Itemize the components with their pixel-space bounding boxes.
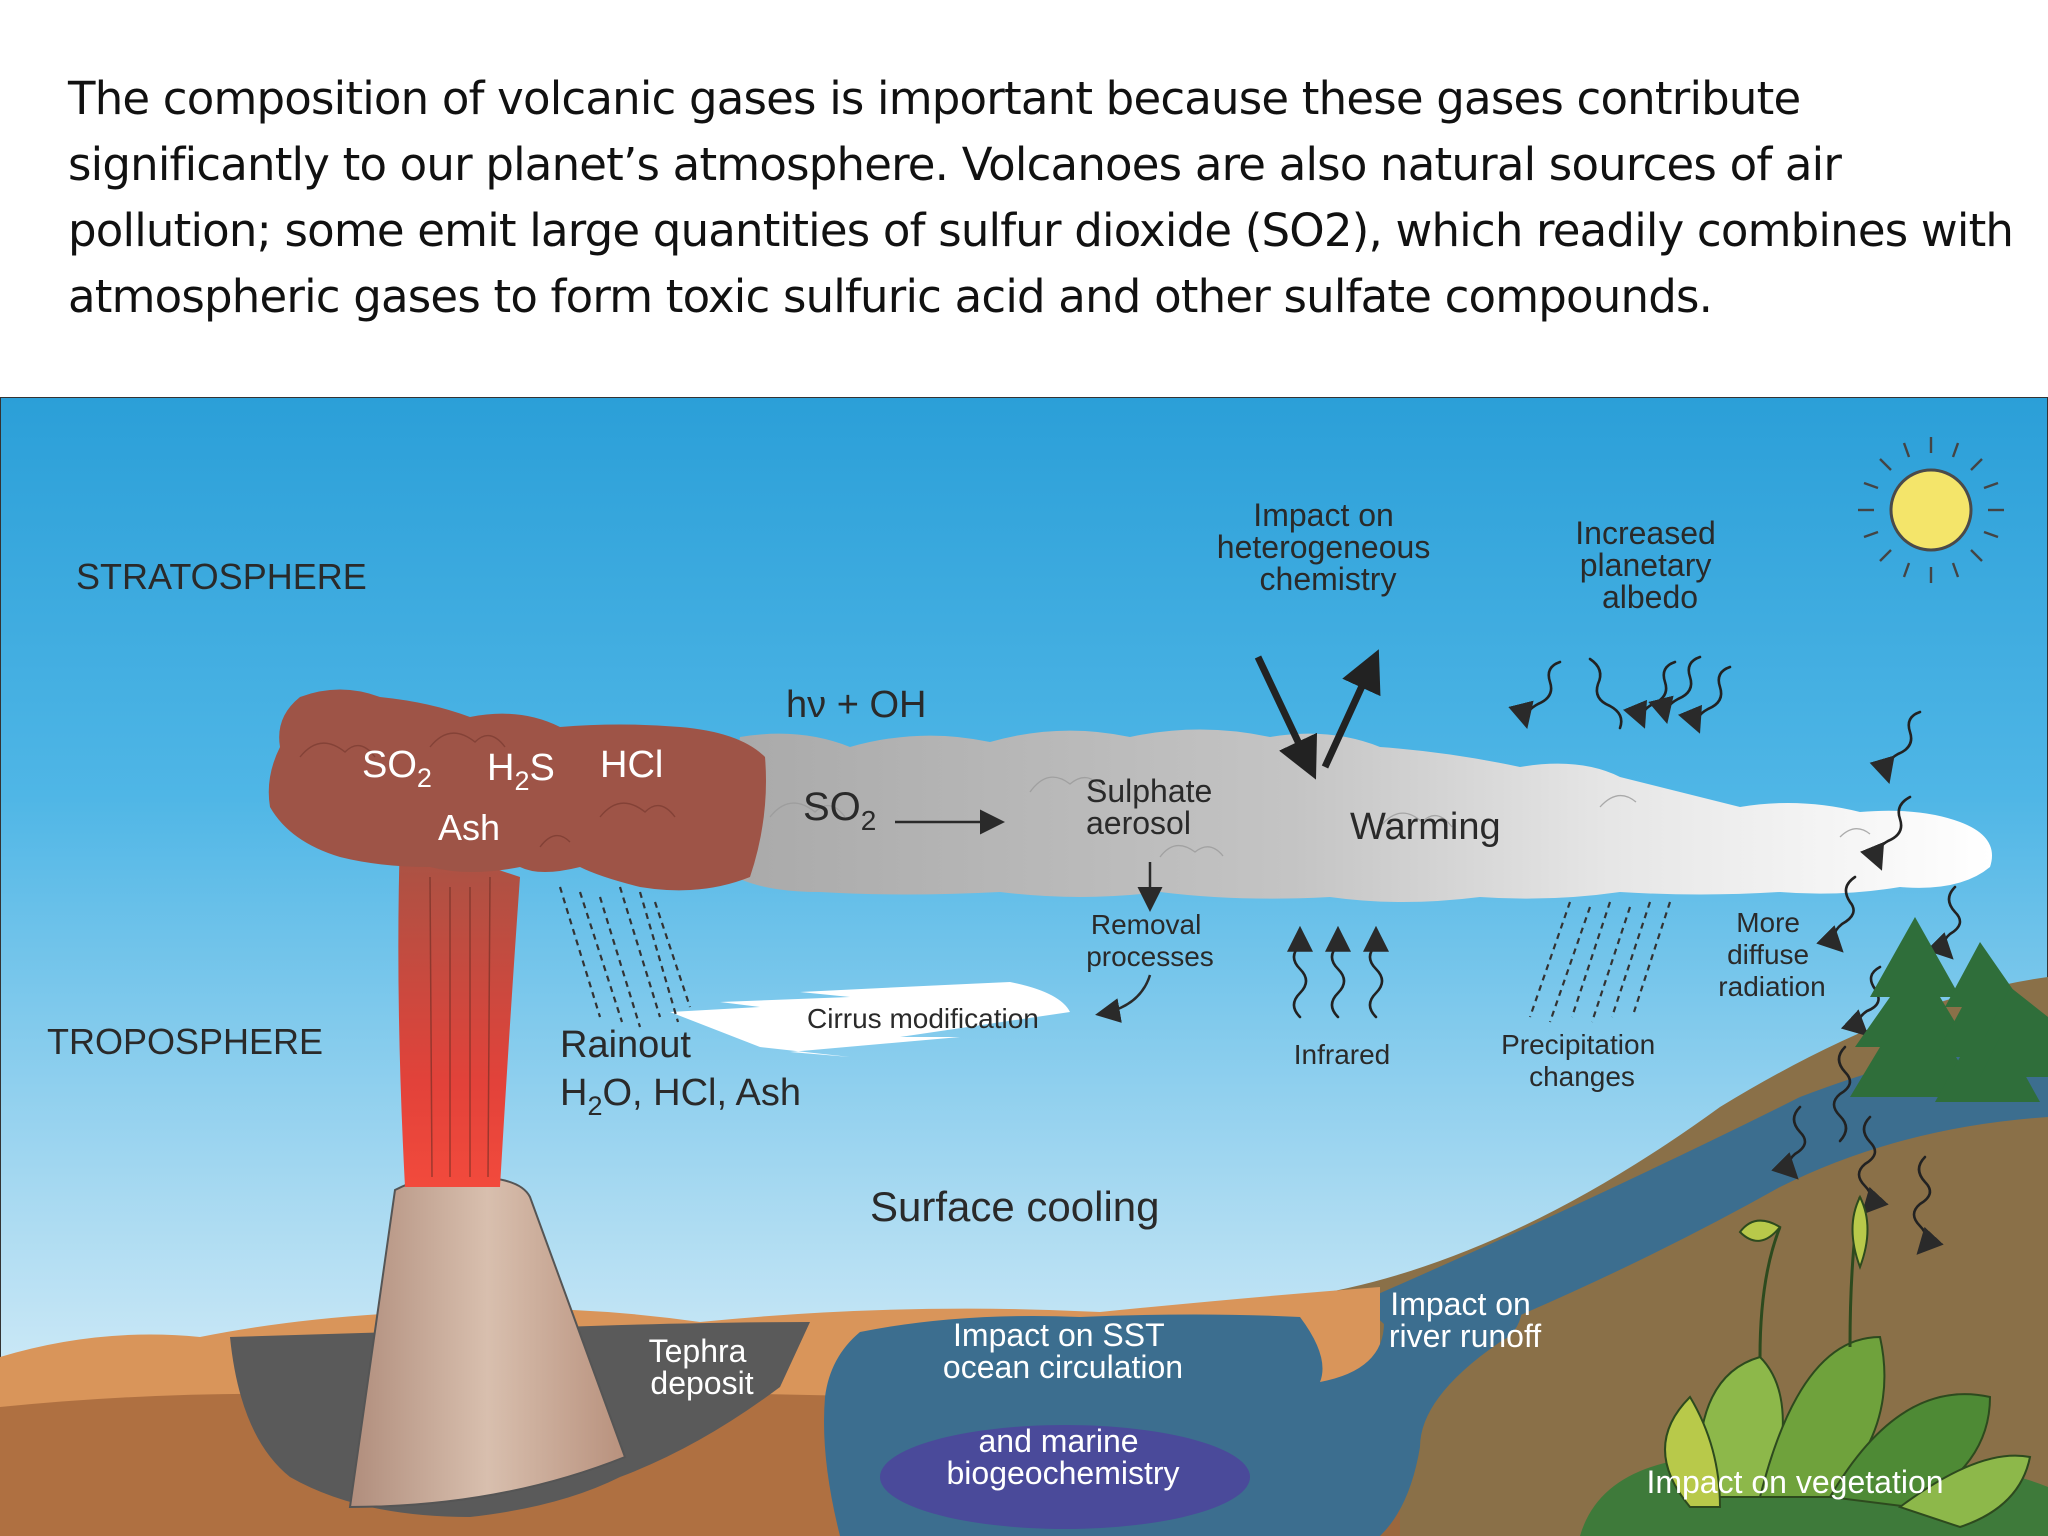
heterogeneous-out-arrow (1321, 649, 1381, 769)
removal-processes-label: Removal processes (1086, 909, 1214, 972)
heterogeneous-label: Impact on heterogeneous chemistry (1217, 497, 1439, 597)
river-runoff-label: Impact on river runoff (1389, 1286, 1541, 1354)
cirrus-arrow (1095, 974, 1152, 1023)
surface-cooling-label: Surface cooling (870, 1183, 1160, 1230)
cirrus-label: Cirrus modification (807, 1003, 1039, 1034)
sst-label: Impact on SST ocean circulation (943, 1317, 1183, 1385)
sun-icon (1858, 437, 2004, 583)
troposphere-label: TROPOSPHERE (47, 1021, 323, 1062)
diffuse-radiation-waves (1771, 710, 1962, 1255)
volcanic-impact-diagram: STRATOSPHERE TROPOSPHERE SO2 H2S HCl Ash… (0, 397, 2048, 1536)
warming-label: Warming (1350, 806, 1501, 848)
hill-river-band (1360, 1037, 2048, 1357)
stratosphere-label: STRATOSPHERE (76, 556, 367, 597)
rainout-rain (558, 886, 692, 1028)
intro-paragraph: The composition of volcanic gases is imp… (68, 72, 2014, 323)
vegetation-label: Impact on vegetation (1646, 1464, 1943, 1500)
infrared-label: Infrared (1294, 1039, 1391, 1070)
rainout-species-label: H2O, HCl, Ash (560, 1072, 801, 1121)
volcano-stem (398, 837, 520, 1187)
plume-h2s-label: H2S (487, 747, 555, 796)
photolysis-label: hν + OH (786, 684, 926, 726)
infrared-waves (1287, 925, 1389, 1019)
so2-label: SO2 (803, 785, 876, 836)
precipitation-rain (1528, 901, 1672, 1023)
cirrus-streak (670, 982, 1070, 1057)
marine-ellipse (880, 1425, 1250, 1529)
albedo-label: Increased planetary albedo (1575, 515, 1724, 615)
conifer-trees (1850, 917, 2048, 1102)
plume-ash-label: Ash (438, 807, 500, 848)
plume-so2-label: SO2 (362, 744, 432, 793)
sulphate-aerosol-label: Sulphate aerosol (1086, 773, 1221, 841)
plume-hcl-label: HCl (600, 744, 663, 786)
volcanic-plume (268, 689, 766, 891)
albedo-waves (1508, 655, 1732, 734)
tephra-deposit-label: Tephra deposit (649, 1333, 756, 1401)
marine-biogeochemistry-label: and marine biogeochemistry (947, 1423, 1180, 1491)
precipitation-label: Precipitation changes (1501, 1029, 1663, 1092)
rainout-label: Rainout (560, 1024, 691, 1066)
vegetation-plants (1664, 1194, 2032, 1529)
aerosol-cloud (720, 729, 1992, 902)
heterogeneous-in-arrow (1254, 655, 1318, 780)
diffuse-radiation-label: More diffuse radiation (1718, 907, 1825, 1002)
